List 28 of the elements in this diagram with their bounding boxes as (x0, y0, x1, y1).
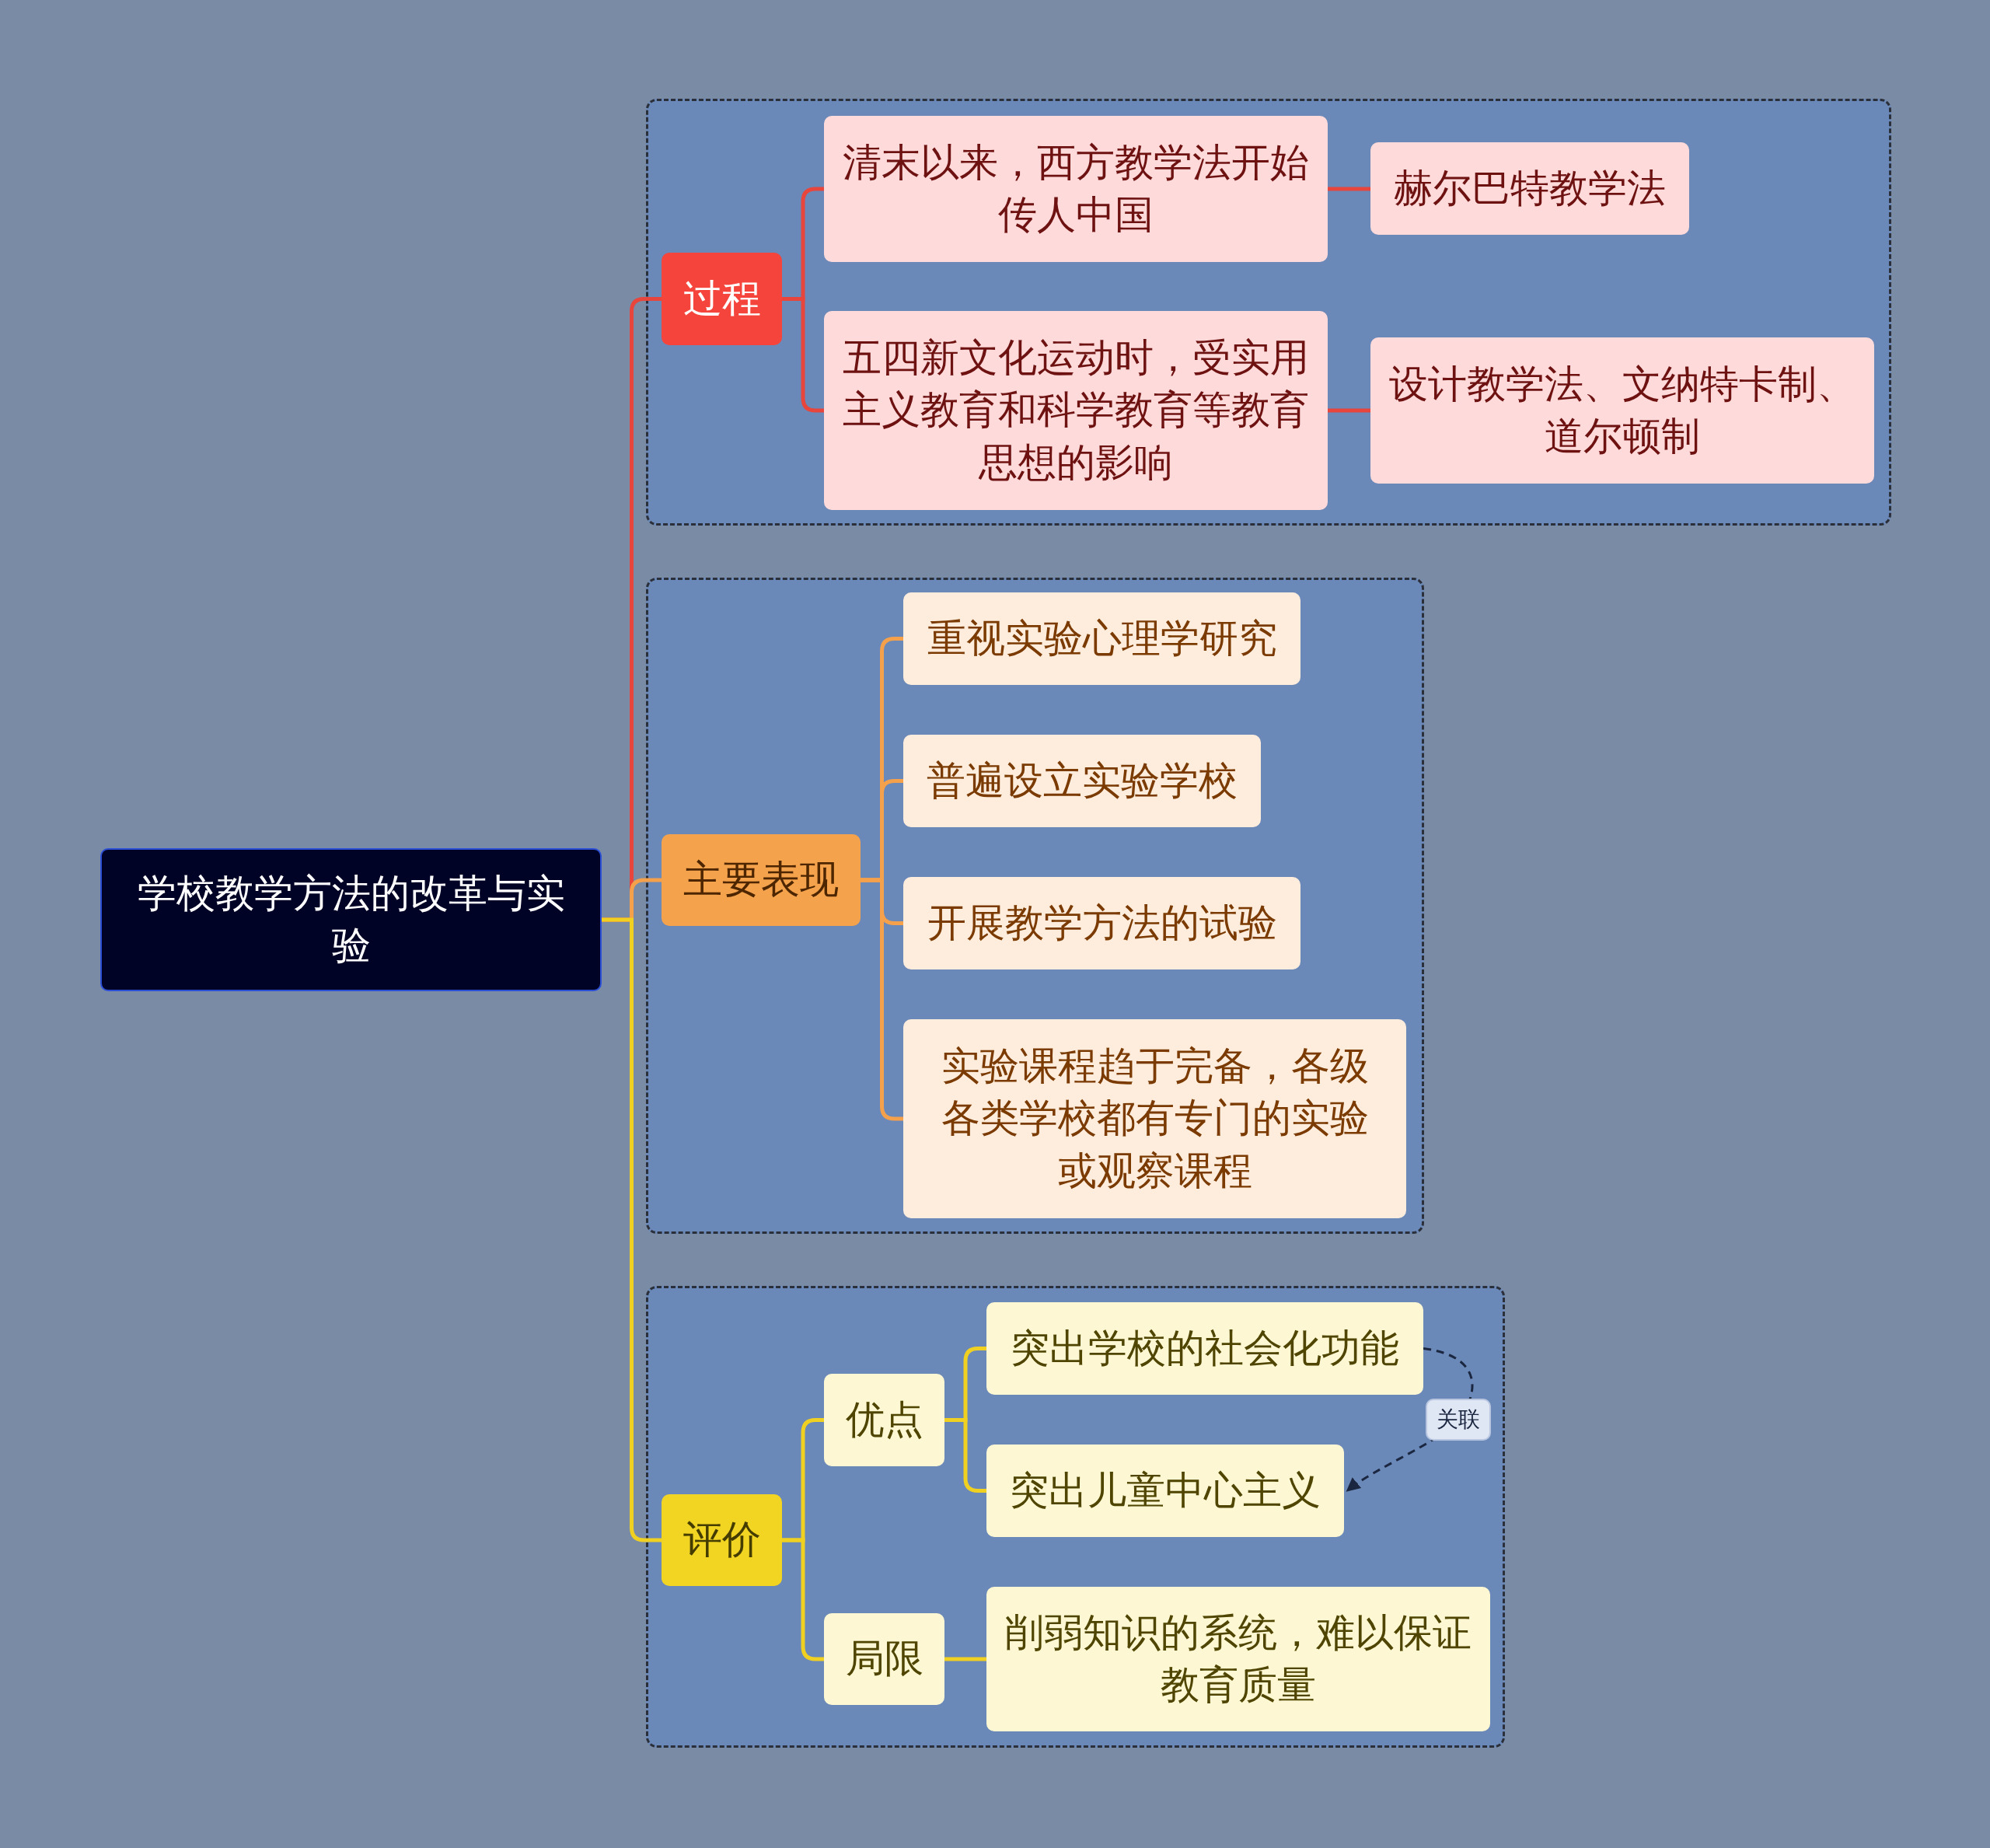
connector-line (782, 1538, 824, 1661)
subtopic: 突出儿童中心主义 (986, 1445, 1344, 1537)
connector-line (944, 1418, 986, 1493)
subtopic: 削弱知识的系统，难以保证教育质量 (986, 1587, 1490, 1731)
branch-topic: 评价 (662, 1494, 782, 1586)
connector-line (861, 878, 903, 1121)
central-topic: 学校教学方法的改革与实验 (100, 848, 602, 991)
connector-line (944, 1657, 986, 1661)
subtopic: 局限 (824, 1613, 944, 1705)
subtopic: 实验课程趋于完备，各级各类学校都有专门的实验或观察课程 (903, 1019, 1406, 1218)
subtopic: 重视实验心理学研究 (903, 592, 1300, 685)
branch-topic: 主要表现 (662, 834, 861, 926)
edge-label: 关联 (1426, 1399, 1491, 1441)
subtopic: 优点 (824, 1374, 944, 1466)
subtopic: 突出学校的社会化功能 (986, 1302, 1423, 1395)
subtopic: 清末以来，西方教学法开始传人中国 (824, 116, 1328, 262)
subtopic: 普遍设立实验学校 (903, 735, 1261, 827)
branch-topic: 过程 (662, 253, 782, 345)
dashed-group-box (646, 1286, 1505, 1748)
subtopic: 开展教学方法的试验 (903, 877, 1300, 969)
connector-line (1328, 408, 1370, 413)
subtopic: 设计教学法、文纳特卡制、道尔顿制 (1370, 337, 1874, 484)
subtopic: 赫尔巴特教学法 (1370, 142, 1689, 235)
connector-line (782, 297, 824, 413)
dashed-group-box (646, 99, 1891, 526)
dashed-group-box (646, 578, 1424, 1234)
subtopic: 五四新文化运动时，受实用主义教育和科学教育等教育思想的影响 (824, 311, 1328, 510)
connector-line (1328, 187, 1370, 191)
